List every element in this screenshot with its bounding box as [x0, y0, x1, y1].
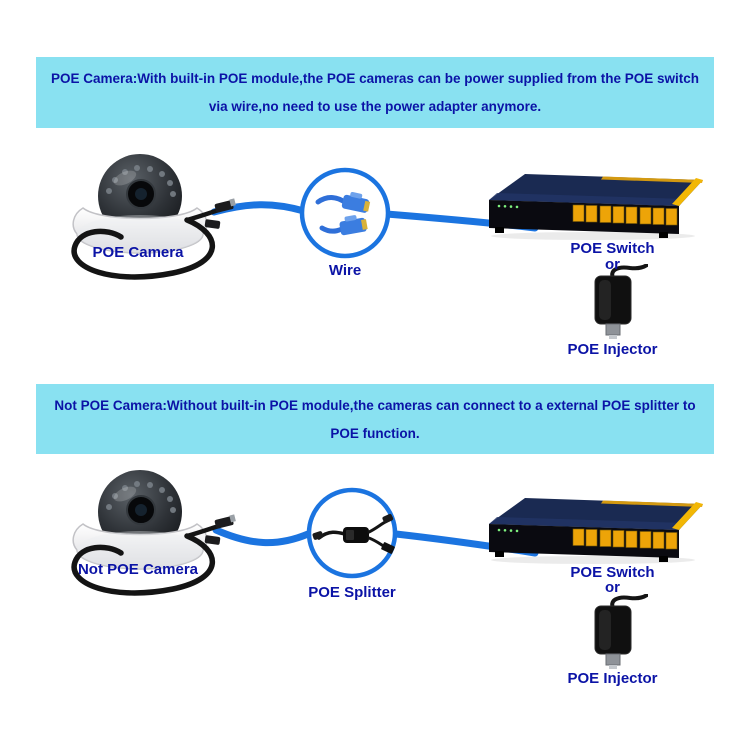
switch-ethernet-ports — [572, 528, 678, 550]
injector-cable — [610, 593, 649, 612]
or-label-2: or — [605, 579, 620, 596]
dome-camera-icon — [71, 154, 236, 280]
dome-camera-icon — [71, 470, 236, 596]
poe-switch-illustration-2 — [483, 492, 705, 571]
wire-label: Wire — [328, 262, 362, 279]
poe-switch-icon — [489, 498, 703, 564]
switch-led-indicators — [497, 204, 519, 209]
camera-pigtail-connectors — [204, 200, 234, 229]
poe-injector-icon — [594, 593, 649, 669]
poe-switch-icon — [489, 174, 703, 240]
switch-yellow-edge — [672, 502, 703, 530]
camera-white-base — [72, 523, 208, 570]
poe-injector-illustration-2 — [578, 593, 649, 675]
wire-circle — [298, 166, 392, 265]
injector-plug — [605, 323, 621, 336]
camera-cable — [71, 217, 216, 280]
banner-poe-camera: POE Camera:With built-in POE module,the … — [36, 57, 714, 128]
wire-camera-to-circle-2 — [212, 526, 312, 547]
poe-injector-label-1: POE Injector — [567, 341, 658, 358]
switch-ethernet-ports — [572, 204, 678, 226]
banner1-text-line1: POE Camera:With built-in POE module,the … — [50, 71, 699, 86]
poe-splitter-label: POE Splitter — [308, 584, 396, 601]
injector-cable — [610, 263, 649, 282]
poe-injector-icon — [594, 263, 649, 339]
rj45-plug-top — [341, 191, 371, 213]
poe-camera-label: POE Camera — [92, 244, 184, 261]
banner-not-poe-camera: Not POE Camera:Without built-in POE modu… — [36, 384, 714, 454]
switch-yellow-edge — [672, 178, 703, 206]
poe-injector-illustration-1 — [578, 263, 649, 345]
camera-pigtail-connectors — [204, 516, 234, 545]
wire-circle-ring — [299, 167, 391, 259]
poe-camera-illustration — [55, 142, 245, 302]
poe-splitter-circle — [305, 486, 399, 585]
not-poe-camera-label: Not POE Camera — [77, 561, 199, 578]
camera-cable — [71, 533, 216, 596]
banner1-text-line2: via wire,no need to use the power adapte… — [208, 99, 542, 114]
or-label-1: or — [605, 256, 620, 273]
poe-splitter-icon — [306, 487, 398, 579]
rj45-plug-bottom — [339, 215, 368, 236]
banner2-text-line1: Not POE Camera:Without built-in POE modu… — [54, 397, 696, 413]
banner2-text-line2: POE function. — [330, 425, 420, 441]
poe-switch-illustration-1 — [483, 168, 705, 247]
not-poe-camera-illustration — [55, 458, 245, 618]
camera-white-base — [72, 207, 208, 254]
poe-switch-label-1: POE Switch — [570, 240, 655, 257]
injector-plug — [605, 653, 621, 666]
camera-ir-leds — [106, 165, 176, 197]
poe-injector-label-2: POE Injector — [567, 670, 658, 687]
camera-ir-leds — [106, 481, 176, 513]
rj45-connectors-icon — [299, 167, 391, 259]
switch-led-indicators — [497, 528, 519, 533]
poe-switch-label-2: POE Switch — [570, 564, 655, 581]
